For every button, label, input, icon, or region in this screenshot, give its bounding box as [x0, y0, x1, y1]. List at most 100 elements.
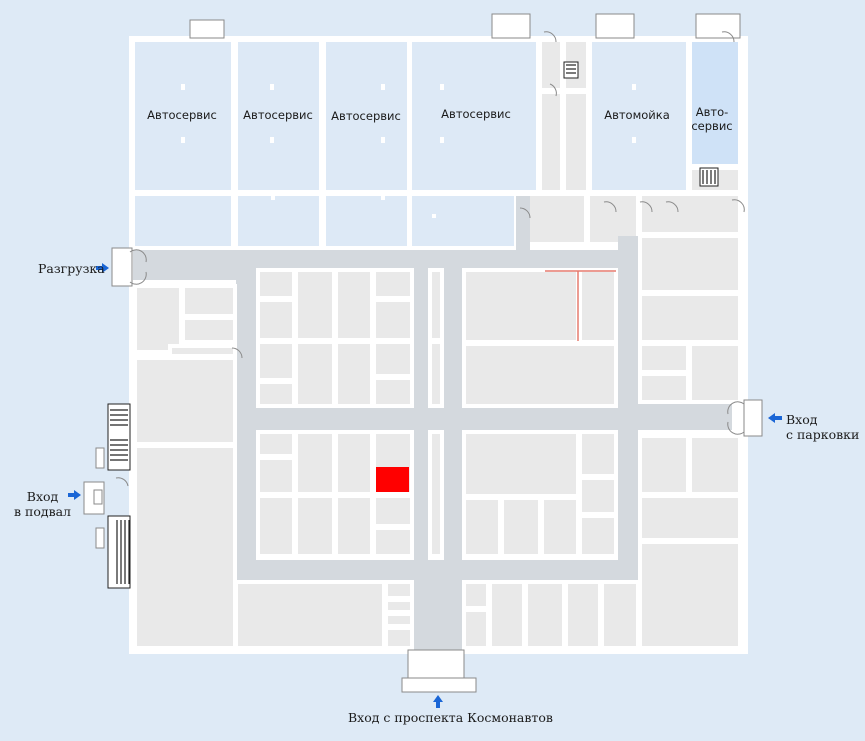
- door-main: [401, 649, 477, 693]
- room-right-5: [638, 372, 690, 404]
- corridor-bottom: [236, 560, 638, 580]
- room-block-c1: [256, 430, 296, 458]
- room-narrow-1: [428, 268, 444, 342]
- corridor-center-v1: [414, 260, 428, 580]
- service-bay-lower-2: [234, 192, 323, 250]
- room-autoservice-5[interactable]: [688, 38, 742, 168]
- label-autoservice-3: Автосервис: [331, 109, 401, 123]
- arrow-parking-icon: [768, 413, 782, 423]
- room-right-8: [638, 494, 742, 542]
- room-block-c10: [372, 526, 414, 558]
- room-left-2: [181, 284, 237, 318]
- room-bottom-1: [234, 580, 386, 650]
- room-bottom-4: [384, 612, 414, 628]
- doors-service: [115, 31, 745, 487]
- highlighted-room[interactable]: [376, 467, 409, 492]
- room-block-a3: [294, 268, 336, 342]
- service-bay-lower-1: [131, 192, 235, 250]
- room-block-a7: [256, 340, 296, 382]
- label-parking-line1: Вход: [786, 412, 818, 427]
- label-main-entrance: Вход с проспекта Космонавтов: [348, 710, 553, 725]
- room-left-6: [133, 444, 237, 650]
- corridor-right-ext: [636, 404, 732, 430]
- door-basement: [83, 447, 105, 549]
- room-right-2: [638, 292, 742, 344]
- room-left-5: [133, 356, 237, 446]
- room-block-b3: [462, 342, 618, 408]
- room-autoservice-2[interactable]: [234, 38, 323, 194]
- corridor-center-v2: [444, 260, 462, 580]
- room-util-3: [638, 192, 742, 236]
- corridor-top-right: [516, 196, 530, 256]
- label-carwash: Автомойка: [604, 108, 670, 122]
- vestibule-top-3: [595, 13, 635, 39]
- room-narrow-3: [428, 430, 444, 558]
- room-block-a11: [372, 340, 414, 378]
- room-block-d4: [462, 496, 502, 558]
- room-block-a9: [294, 340, 336, 408]
- room-block-b1: [462, 268, 580, 344]
- stairs-right: [699, 167, 719, 187]
- room-block-a8: [256, 380, 296, 408]
- room-bottom-10: [564, 580, 602, 650]
- arrow-basement-icon: [68, 490, 81, 500]
- room-block-d3: [578, 476, 618, 516]
- room-bottom-11: [600, 580, 640, 650]
- room-small-a: [538, 38, 564, 92]
- label-parking-line2: с парковки: [786, 427, 860, 442]
- label-unloading: Разгрузка: [38, 261, 105, 276]
- stairs-left-bottom: [107, 515, 131, 589]
- room-block-c9: [372, 494, 414, 528]
- stairs-left-top: [107, 403, 131, 471]
- room-bottom-5: [384, 626, 414, 650]
- room-block-a4: [334, 268, 374, 342]
- room-block-a2: [256, 298, 296, 342]
- room-small-c: [562, 90, 590, 194]
- room-autoservice-3[interactable]: [322, 38, 411, 194]
- door-unloading: [111, 247, 147, 287]
- room-block-c7: [294, 494, 336, 558]
- room-bottom-6: [462, 580, 490, 610]
- label-autoservice-1: Автосервис: [147, 108, 217, 122]
- service-bay-lower-4: [408, 192, 518, 250]
- room-block-a10: [334, 340, 374, 408]
- label-basement-line1: Вход: [26, 489, 59, 504]
- corridor-middle-h: [236, 408, 640, 430]
- room-bottom-3: [384, 598, 414, 614]
- label-parking: Вход с парковки: [786, 412, 859, 442]
- room-narrow-2: [428, 340, 444, 408]
- pillars: [181, 84, 636, 218]
- label-basement-line2: в подвал: [14, 504, 71, 519]
- room-bottom-8: [488, 580, 526, 650]
- room-left-1: [133, 284, 183, 354]
- arrow-main-icon: [433, 695, 443, 708]
- room-right-6: [638, 434, 690, 496]
- corridor-right-v: [618, 236, 638, 578]
- room-block-c2: [294, 430, 336, 496]
- room-right-3: [638, 342, 690, 374]
- room-small-d: [538, 90, 564, 194]
- room-right-4: [688, 342, 742, 404]
- room-autoservice-1[interactable]: [131, 38, 235, 194]
- room-block-b2: [578, 268, 618, 344]
- room-bottom-9: [524, 580, 566, 650]
- room-block-d5: [500, 496, 542, 558]
- room-right-7: [688, 434, 742, 496]
- room-left-3: [181, 316, 237, 344]
- room-block-c3: [334, 430, 374, 496]
- room-bottom-2: [384, 580, 414, 600]
- room-block-a12: [372, 376, 414, 408]
- room-left-4: [168, 344, 237, 358]
- room-block-a1: [256, 268, 296, 300]
- room-block-d7: [578, 514, 618, 558]
- stairs-top: [563, 61, 579, 79]
- room-right-1: [638, 234, 742, 294]
- label-basement: Вход в подвал: [14, 489, 71, 519]
- room-block-c8: [334, 494, 374, 558]
- room-block-c5: [256, 456, 296, 496]
- service-bay-lower-3: [322, 192, 411, 250]
- vestibule-top-1: [189, 19, 225, 39]
- vestibule-top-2: [491, 13, 531, 39]
- room-block-c6: [256, 494, 296, 558]
